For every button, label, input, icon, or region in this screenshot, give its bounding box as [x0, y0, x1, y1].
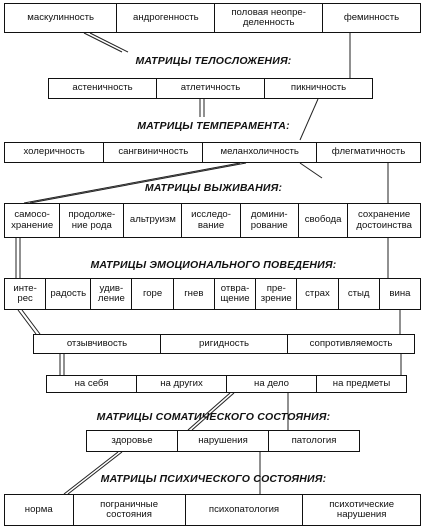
cell-anger: гнев: [172, 279, 214, 309]
cell-femininity: феминность: [321, 4, 420, 32]
cell-pathology: патология: [268, 431, 359, 451]
cell-masculinity: маскулинность: [27, 11, 94, 23]
cell-dignity: сохранение достоинства: [347, 204, 420, 237]
cell-shame: стыд: [337, 279, 379, 309]
cell-athletic: атлетичность: [156, 79, 264, 98]
cell-responsiveness: отзывчивость: [66, 337, 128, 349]
cell-borderline: пограничные состояния: [72, 495, 185, 525]
connector-line: [89, 32, 129, 53]
somatic-row: здоровье нарушения патология: [86, 430, 360, 452]
cell-on-objects: на предметы: [316, 376, 406, 392]
cell-disorders: нарушения: [177, 431, 268, 451]
cell-exploration: исследо- вание: [181, 204, 239, 237]
cell-procreation: продолже- ние рода: [59, 204, 123, 237]
heading-somatic: МАТРИЦЫ СОМАТИЧЕСКОГО СОСТОЯНИЯ:: [96, 411, 331, 423]
connector-line: [83, 32, 123, 53]
connector-line: [299, 162, 323, 179]
cell-grief: горе: [131, 279, 172, 309]
cell-norm: норма: [24, 503, 53, 515]
cell-joy: радость: [45, 279, 90, 309]
cell-surprise: удив- ление: [90, 279, 131, 309]
reactivity-row: отзывчивость ригидность сопротивляемость: [33, 334, 415, 354]
cell-melancholic: меланхоличность: [202, 143, 316, 162]
cell-contempt: пре- зрение: [255, 279, 296, 309]
cell-rigidity: ригидность: [160, 335, 287, 353]
cell-altruism: альтруизм: [123, 204, 181, 237]
cell-pyknic: пикничность: [264, 79, 372, 98]
emotional-row: инте- рес радость удив- ление горе гнев …: [4, 278, 421, 310]
direction-row: на себя на других на дело на предметы: [46, 375, 407, 393]
cell-guilt: вина: [378, 279, 420, 309]
cell-on-work: на дело: [226, 376, 316, 392]
cell-self-preservation: самосо- хранение: [11, 209, 54, 231]
gender-row: маскулинность андрогенность половая неоп…: [4, 3, 421, 33]
cell-sanguine: сангвиничность: [103, 143, 202, 162]
temperament-row: холеричность сангвиничность меланхолично…: [4, 142, 421, 163]
cell-health: здоровье: [111, 434, 153, 446]
heading-survival: МАТРИЦЫ ВЫЖИВАНИЯ:: [144, 182, 283, 194]
cell-choleric: холеричность: [23, 146, 85, 158]
cell-asthenic: астеничность: [72, 82, 133, 94]
heading-mental: МАТРИЦЫ ПСИХИЧЕСКОГО СОСТОЯНИЯ:: [100, 473, 327, 485]
cell-disgust: отвра- щение: [213, 279, 255, 309]
heading-temperament: МАТРИЦЫ ТЕМПЕРАМЕНТА:: [137, 120, 290, 132]
heading-body-build: МАТРИЦЫ ТЕЛОСЛОЖЕНИЯ:: [135, 55, 292, 67]
connector-line: [17, 309, 37, 335]
cell-fear: страх: [296, 279, 337, 309]
cell-psychopathology: психопатология: [184, 495, 303, 525]
connector-line: [21, 309, 41, 335]
cell-on-self: на себя: [74, 377, 109, 389]
cell-phlegmatic: флегматичность: [316, 143, 420, 162]
cell-androgyny: андрогенность: [116, 4, 214, 32]
mental-row: норма пограничные состояния психопатолог…: [4, 494, 421, 526]
cell-freedom: свобода: [297, 204, 347, 237]
cell-interest: инте- рес: [13, 282, 37, 304]
cell-gender-uncertainty: половая неопре- деленность: [214, 4, 322, 32]
cell-dominance: домини- рование: [239, 204, 298, 237]
survival-row: самосо- хранение продолже- ние рода альт…: [4, 203, 421, 238]
cell-on-others: на других: [136, 376, 226, 392]
body-build-row: астеничность атлетичность пикничность: [48, 78, 373, 99]
cell-resistance: сопротивляемость: [287, 335, 414, 353]
heading-emotional: МАТРИЦЫ ЭМОЦИОНАЛЬНОГО ПОВЕДЕНИЯ:: [90, 259, 337, 271]
cell-psychotic: психотические нарушения: [302, 495, 420, 525]
